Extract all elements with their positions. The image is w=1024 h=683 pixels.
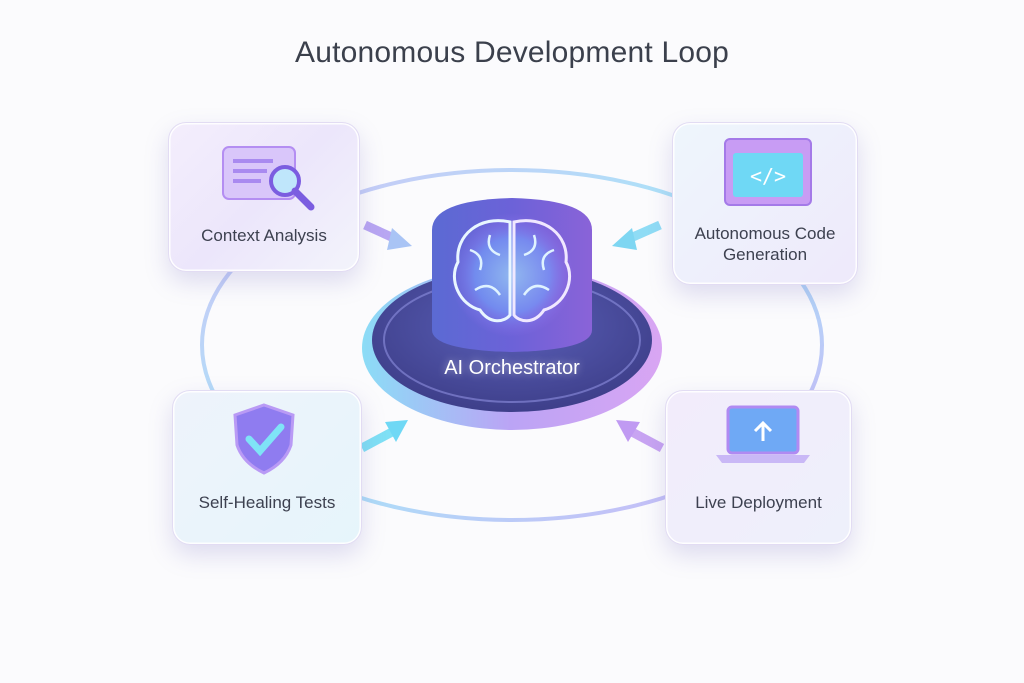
arrow-tests-to-center	[359, 420, 408, 452]
center-label: AI Orchestrator	[444, 357, 580, 379]
node-label: Context Analysis	[201, 226, 327, 245]
shield-check-icon	[233, 403, 295, 475]
node-label: Live Deployment	[695, 493, 822, 512]
node-self-healing-tests: Self-Healing Tests	[172, 390, 362, 545]
code-window-icon: </>	[724, 138, 812, 206]
arrow-deploy-to-center	[616, 420, 665, 452]
document-search-icon	[222, 146, 315, 211]
brain-icon	[450, 213, 574, 337]
svg-text:</>: </>	[750, 164, 786, 188]
loop-ring	[200, 168, 824, 522]
node-label: Self-Healing Tests	[198, 493, 336, 512]
node-context-analysis: Context Analysis	[168, 122, 360, 272]
diagram-title: Autonomous Development Loop	[294, 36, 729, 69]
arrow-context-to-center	[363, 220, 412, 250]
laptop-upload-icon	[716, 405, 810, 463]
node-live-deployment: Live Deployment	[665, 390, 852, 545]
arrow-codegen-to-center	[612, 220, 662, 250]
